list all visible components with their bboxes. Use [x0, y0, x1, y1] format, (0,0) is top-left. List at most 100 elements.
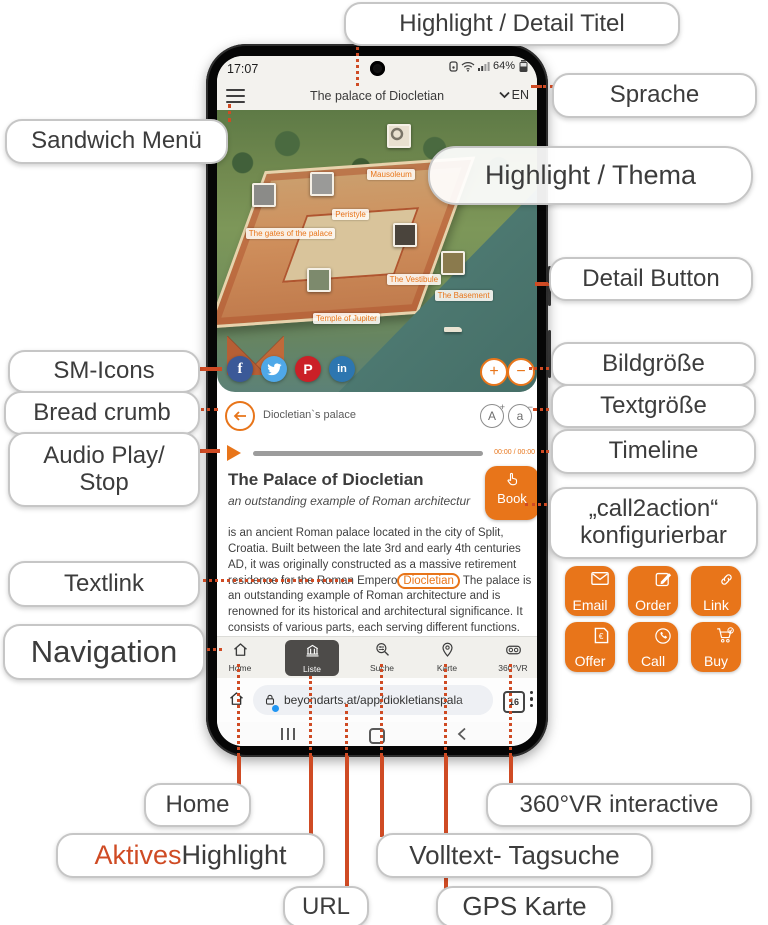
line-suche-solid: [380, 756, 384, 837]
detail-subtitle: an outstanding example of Roman architec…: [228, 494, 471, 508]
poi-label-vestibule[interactable]: The Vestibule: [386, 273, 442, 285]
breadcrumb: Diocletian`s palace A + a −: [217, 398, 537, 432]
callout-url: URL: [283, 886, 369, 925]
callout-highlight-thema: Highlight / Thema: [428, 146, 753, 205]
twitter-icon[interactable]: [261, 356, 287, 382]
poi-thumbnail-peristyle[interactable]: [309, 172, 334, 197]
image-zoom-out-button[interactable]: −: [507, 358, 535, 386]
image-zoom-in-button[interactable]: +: [480, 358, 508, 386]
line-url-solid: [345, 756, 349, 890]
android-back-button[interactable]: [457, 727, 467, 746]
callout-timeline: Timeline: [551, 429, 756, 474]
poi-thumbnail-gates[interactable]: [252, 183, 277, 208]
svg-text:€: €: [599, 631, 604, 641]
status-icons: 64%: [449, 60, 529, 72]
link-button[interactable]: Link: [691, 566, 741, 616]
poi-thumbnail-basement[interactable]: [441, 251, 465, 275]
line-bildgroesse: [529, 367, 555, 370]
linkedin-icon[interactable]: in: [329, 356, 355, 382]
battery-percent: 64%: [492, 60, 515, 72]
callout-bildgroesse: Bildgröße: [551, 342, 756, 386]
line-vr-dot: [509, 664, 512, 756]
pinterest-icon[interactable]: P: [295, 356, 321, 382]
buy-button-label: Buy: [703, 653, 729, 669]
back-arrow-button[interactable]: [225, 401, 255, 431]
power-button[interactable]: [548, 330, 551, 378]
line-liste-dot: [309, 676, 312, 756]
vr-goggles-icon: [505, 645, 521, 655]
url-text: beyondarts.at/app/diokletianspala: [284, 693, 463, 707]
tab-liste-active[interactable]: Liste: [285, 640, 339, 676]
tab-360vr[interactable]: 360°VR: [490, 639, 536, 677]
order-button-label: Order: [635, 597, 671, 613]
order-button[interactable]: Order: [628, 566, 678, 616]
callout-sprache: Sprache: [552, 73, 757, 118]
browser-tab-counter[interactable]: 16: [503, 691, 525, 713]
callout-home: Home: [144, 783, 251, 827]
url-bar[interactable]: beyondarts.at/app/diokletianspala: [253, 685, 493, 715]
browser-home-icon[interactable]: [227, 690, 246, 713]
android-home-button[interactable]: [369, 728, 385, 744]
language-code: EN: [511, 88, 529, 102]
audio-player: 00:00 / 00:00: [217, 442, 537, 466]
tab-360vr-label: 360°VR: [498, 663, 528, 673]
facebook-icon[interactable]: f: [227, 356, 253, 382]
poi-thumbnail-cathedral[interactable]: [386, 124, 411, 149]
callout-aktives-highlight: Aktives Highlight: [56, 833, 325, 878]
poi-label-peristyle[interactable]: Peristyle: [332, 208, 369, 220]
callout-textlink: Textlink: [8, 561, 200, 607]
book-call2action-button[interactable]: Book: [485, 466, 537, 520]
callout-audio-line2: Stop: [79, 468, 129, 496]
text-size-decrease-button[interactable]: a −: [508, 402, 533, 428]
callout-audio-line1: Audio Play/: [43, 441, 165, 469]
browser-menu-icon[interactable]: [530, 691, 534, 710]
tab-home[interactable]: Home: [217, 639, 263, 677]
audio-timeline-bar[interactable]: [253, 451, 483, 456]
callout-call2action-line2: konfigurierbar: [580, 522, 727, 549]
line-textlink: [148, 579, 352, 582]
recents-button[interactable]: [281, 728, 295, 740]
call-button-label: Call: [640, 653, 666, 669]
tab-home-label: Home: [228, 663, 252, 673]
text-size-increase-button[interactable]: A +: [480, 402, 505, 428]
callout-detail-button: Detail Button: [549, 257, 753, 301]
poi-thumbnail-vestibule[interactable]: [393, 222, 417, 247]
url-fade: [457, 685, 493, 715]
poi-label-basement[interactable]: The Basement: [434, 290, 493, 302]
line-textgroesse: [533, 408, 557, 411]
detail-title: The Palace of Diocletian: [228, 470, 424, 489]
book-button-label: Book: [497, 491, 527, 506]
poi-label-mausoleum[interactable]: Mausoleum: [367, 169, 415, 181]
text-size-increase-letter: A: [487, 409, 496, 423]
poi-label-jupiter[interactable]: Temple of Jupiter: [313, 313, 380, 325]
callout-aktives-word: Aktives: [94, 840, 182, 871]
language-selector[interactable]: EN: [498, 88, 529, 102]
map-pin-icon: [441, 642, 453, 657]
audio-play-button[interactable]: [227, 445, 241, 461]
status-bar: 17:07 64%: [217, 56, 537, 82]
poi-thumbnail-jupiter[interactable]: [306, 267, 331, 292]
buy-button[interactable]: Buy: [691, 622, 741, 672]
app-title: The palace of Diocletian: [309, 89, 445, 103]
browser-bar: beyondarts.at/app/diokletianspala 16: [217, 678, 537, 722]
phone-frame: 17:07 64% The palace of Diocletian EN: [206, 44, 551, 757]
callout-sandwich-menue: Sandwich Menü: [5, 119, 228, 164]
breadcrumb-label[interactable]: Diocletian`s palace: [263, 409, 356, 421]
tab-karte[interactable]: Karte: [424, 639, 470, 677]
lock-status-dot: [271, 704, 280, 713]
line-vr-solid: [509, 756, 513, 787]
poi-label-gates[interactable]: The gates of the palace: [245, 228, 336, 240]
paragraph-text-after: The palace is an outstanding example of …: [228, 574, 532, 635]
line-sm-icons-solid: [196, 367, 222, 371]
hamburger-menu-icon[interactable]: [226, 89, 245, 107]
nfc-icon: [449, 60, 458, 72]
email-button[interactable]: Email: [565, 566, 615, 616]
text-size-increase-sign: +: [499, 402, 505, 412]
call-button[interactable]: Call: [628, 622, 678, 672]
diocletian-textlink[interactable]: Diocletian: [397, 572, 460, 589]
line-home-dot: [237, 664, 240, 756]
callout-highlight-word: Highlight: [181, 840, 287, 871]
android-nav-bar: [217, 722, 537, 746]
offer-button[interactable]: € Offer: [565, 622, 615, 672]
